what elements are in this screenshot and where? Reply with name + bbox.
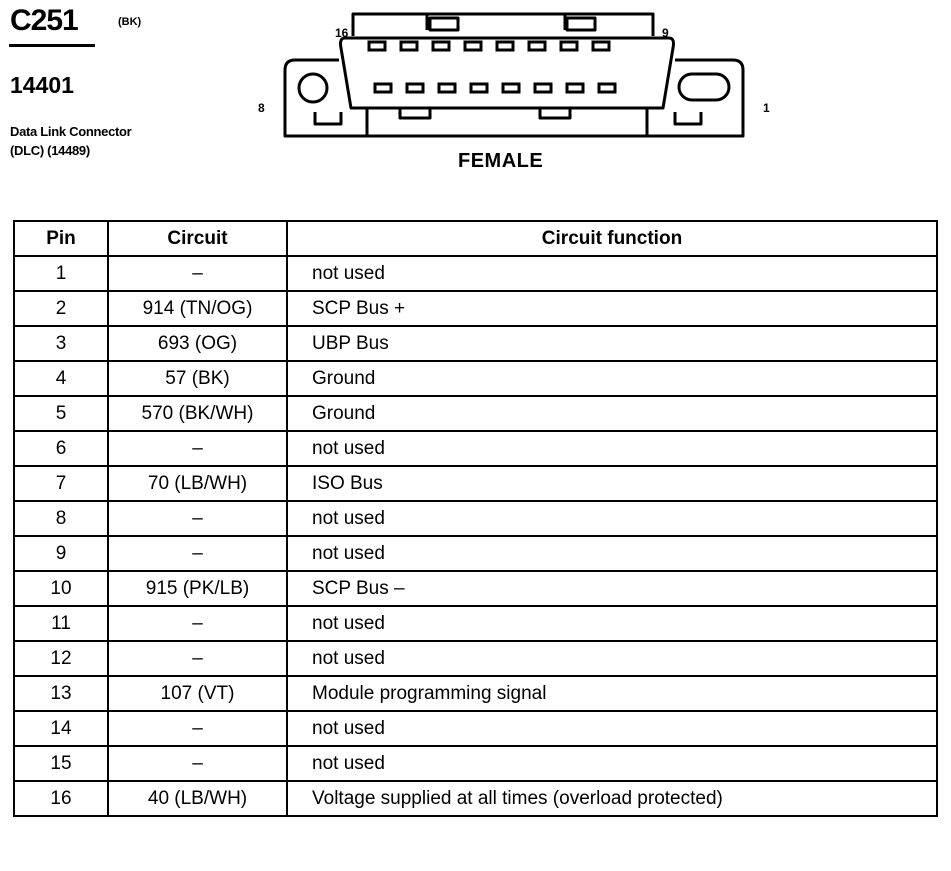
table-row: 6–not used: [13, 430, 938, 467]
circuit-cell: 107 (VT): [107, 675, 288, 712]
circuit-cell: –: [107, 255, 288, 292]
pin-number-cell: 13: [13, 675, 109, 712]
table-row: 9–not used: [13, 535, 938, 572]
bottom-pin-row: [373, 82, 617, 94]
header-underline: [9, 44, 95, 47]
connector-color-code: (BK): [118, 16, 142, 28]
circuit-function-cell: Module programming signal: [286, 675, 938, 712]
pin-label-right: 1: [763, 101, 770, 115]
table-row: 11–not used: [13, 605, 938, 642]
pin-number-cell: 7: [13, 465, 109, 502]
pin-label-left: 8: [258, 101, 265, 115]
circuit-function-cell: not used: [286, 605, 938, 642]
pin-label-top-left: 16: [335, 26, 349, 40]
circuit-cell: –: [107, 605, 288, 642]
connector-code: C251: [10, 4, 79, 37]
header-circuit: Circuit: [107, 220, 288, 257]
pin-number-cell: 4: [13, 360, 109, 397]
circuit-function-cell: SCP Bus –: [286, 570, 938, 607]
pin-number-cell: 9: [13, 535, 109, 572]
description-line-1: Data Link Connector: [10, 124, 132, 139]
table-row: 14–not used: [13, 710, 938, 747]
table-row: 8–not used: [13, 500, 938, 537]
top-pin-row: [367, 40, 611, 52]
circuit-cell: 57 (BK): [107, 360, 288, 397]
circuit-cell: –: [107, 710, 288, 747]
circuit-cell: –: [107, 430, 288, 467]
pin-number-cell: 2: [13, 290, 109, 327]
pin-number-cell: 15: [13, 745, 109, 782]
pin-number-cell: 10: [13, 570, 109, 607]
part-number: 14401: [10, 72, 74, 98]
pin-number-cell: 5: [13, 395, 109, 432]
circuit-function-cell: Ground: [286, 360, 938, 397]
pin-number-cell: 3: [13, 325, 109, 362]
circuit-function-cell: UBP Bus: [286, 325, 938, 362]
circuit-function-cell: not used: [286, 255, 938, 292]
right-mounting-ear: [645, 58, 745, 138]
circuit-cell: 570 (BK/WH): [107, 395, 288, 432]
table-row: 12–not used: [13, 640, 938, 677]
pin-number-cell: 6: [13, 430, 109, 467]
header-circuit-function: Circuit function: [286, 220, 938, 257]
circuit-cell: 915 (PK/LB): [107, 570, 288, 607]
connector-shroud: [339, 36, 675, 110]
circuit-cell: –: [107, 500, 288, 537]
connector-description: Data Link Connector (DLC) (14489): [10, 122, 132, 160]
circuit-function-cell: not used: [286, 640, 938, 677]
connector-gender-label: FEMALE: [458, 150, 544, 172]
table-row: 15–not used: [13, 745, 938, 782]
circuit-cell: 693 (OG): [107, 325, 288, 362]
circuit-cell: –: [107, 745, 288, 782]
pin-number-cell: 14: [13, 710, 109, 747]
pin-number-cell: 11: [13, 605, 109, 642]
circuit-function-cell: not used: [286, 535, 938, 572]
circuit-function-cell: Voltage supplied at all times (overload …: [286, 780, 938, 817]
circuit-cell: –: [107, 640, 288, 677]
description-line-2: (DLC) (14489): [10, 143, 90, 158]
pin-label-top-right: 9: [662, 26, 669, 40]
circuit-function-cell: not used: [286, 710, 938, 747]
circuit-cell: 70 (LB/WH): [107, 465, 288, 502]
circuit-function-cell: not used: [286, 500, 938, 537]
pin-number-cell: 12: [13, 640, 109, 677]
pin-number-cell: 16: [13, 780, 109, 817]
right-mounting-slot: [677, 72, 731, 102]
left-mounting-ear: [283, 58, 369, 138]
circuit-function-cell: Ground: [286, 395, 938, 432]
circuit-cell: –: [107, 535, 288, 572]
circuit-function-cell: SCP Bus +: [286, 290, 938, 327]
circuit-cell: 40 (LB/WH): [107, 780, 288, 817]
circuit-cell: 914 (TN/OG): [107, 290, 288, 327]
circuit-function-cell: not used: [286, 430, 938, 467]
top-latch-tab: [351, 12, 655, 36]
left-mounting-hole: [297, 72, 329, 104]
table-header-row: Pin Circuit Circuit function: [13, 220, 938, 257]
circuit-function-cell: ISO Bus: [286, 465, 938, 502]
header-pin: Pin: [13, 220, 109, 257]
connector-diagram: [283, 12, 745, 138]
pin-number-cell: 8: [13, 500, 109, 537]
table-row: 1–not used: [13, 255, 938, 292]
pin-number-cell: 1: [13, 255, 109, 292]
circuit-function-cell: not used: [286, 745, 938, 782]
